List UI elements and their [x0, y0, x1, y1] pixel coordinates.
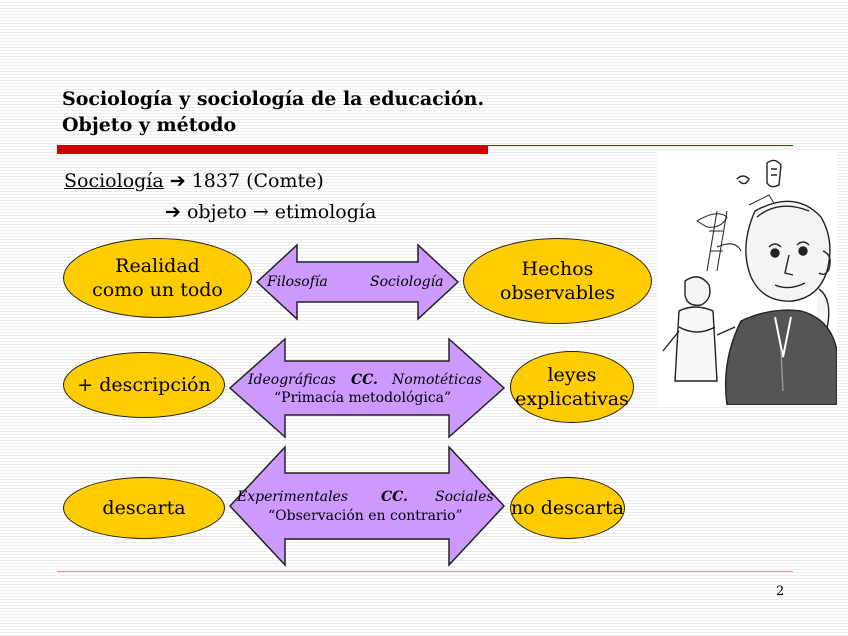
ellipse-discards: descarta [63, 477, 225, 539]
right-arrow-icon: ➔ [170, 170, 186, 192]
title-divider-thick [57, 145, 488, 154]
arrow-label-cc: CC. [351, 371, 378, 389]
ellipse-text: descarta [102, 496, 185, 520]
title-line-1: Sociología y sociología de la educación. [62, 86, 484, 112]
ellipse-text-line2: observables [500, 281, 615, 305]
footer-divider [57, 571, 793, 572]
double-arrow-experimental-social: Experimentales CC. Sociales “Observación… [228, 445, 506, 567]
arrow-label-sociology: Sociología [370, 273, 443, 291]
object-term: objeto [187, 201, 247, 223]
ellipse-text-line1: leyes [515, 363, 629, 387]
arrow-label-experimental: Experimentales [237, 488, 348, 506]
arrow-sublabel-primacy: “Primacía metodológica” [274, 389, 451, 407]
ellipse-text-line1: Hechos [500, 257, 615, 281]
ellipse-does-not-discard: no descarta [510, 477, 625, 539]
ellipse-text: + descripción [77, 373, 210, 397]
etymology-term: etimología [275, 201, 377, 223]
slide-title: Sociología y sociología de la educación.… [62, 86, 484, 138]
ellipse-reality-whole: Realidad como un todo [63, 238, 252, 318]
ellipse-explanatory-laws: leyes explicativas [510, 351, 634, 423]
comte-caricature-image [657, 151, 837, 405]
arrow-sublabel-observation: “Observación en contrario” [268, 507, 463, 525]
double-arrow-shape [228, 445, 506, 567]
ellipse-more-description: + descripción [63, 352, 225, 418]
object-line: ➔ objeto → etimología [165, 201, 376, 223]
sociology-date-line: Sociología ➔ 1837 (Comte) [64, 170, 324, 192]
right-arrow-icon: ➔ [165, 201, 181, 223]
arrow-label-nomothetic: Nomotéticas [392, 371, 482, 389]
title-line-2: Objeto y método [62, 112, 484, 138]
comte-date: 1837 (Comte) [192, 170, 324, 192]
ellipse-observable-facts: Hechos observables [463, 238, 652, 324]
ellipse-text-line2: explicativas [515, 387, 629, 411]
arrow-label-cc: CC. [381, 488, 408, 506]
page-number: 2 [776, 584, 784, 599]
title-divider-thin [488, 145, 793, 146]
arrow-label-philosophy: Filosofía [267, 273, 328, 291]
arrow-label-social: Sociales [435, 488, 494, 506]
double-arrow-ideographic-nomothetic: Ideográficas CC. Nomotéticas “Primacía m… [228, 337, 506, 439]
comte-caricature-drawing [657, 151, 837, 405]
arrow-label-ideographic: Ideográficas [248, 371, 336, 389]
double-arrow-philosophy-sociology: Filosofía Sociología [255, 242, 460, 322]
right-arrow-icon: → [253, 201, 269, 223]
ellipse-text-line2: como un todo [92, 278, 223, 302]
ellipse-text-line1: Realidad [92, 254, 223, 278]
sociology-term: Sociología [64, 170, 164, 192]
ellipse-text: no descarta [511, 496, 624, 520]
